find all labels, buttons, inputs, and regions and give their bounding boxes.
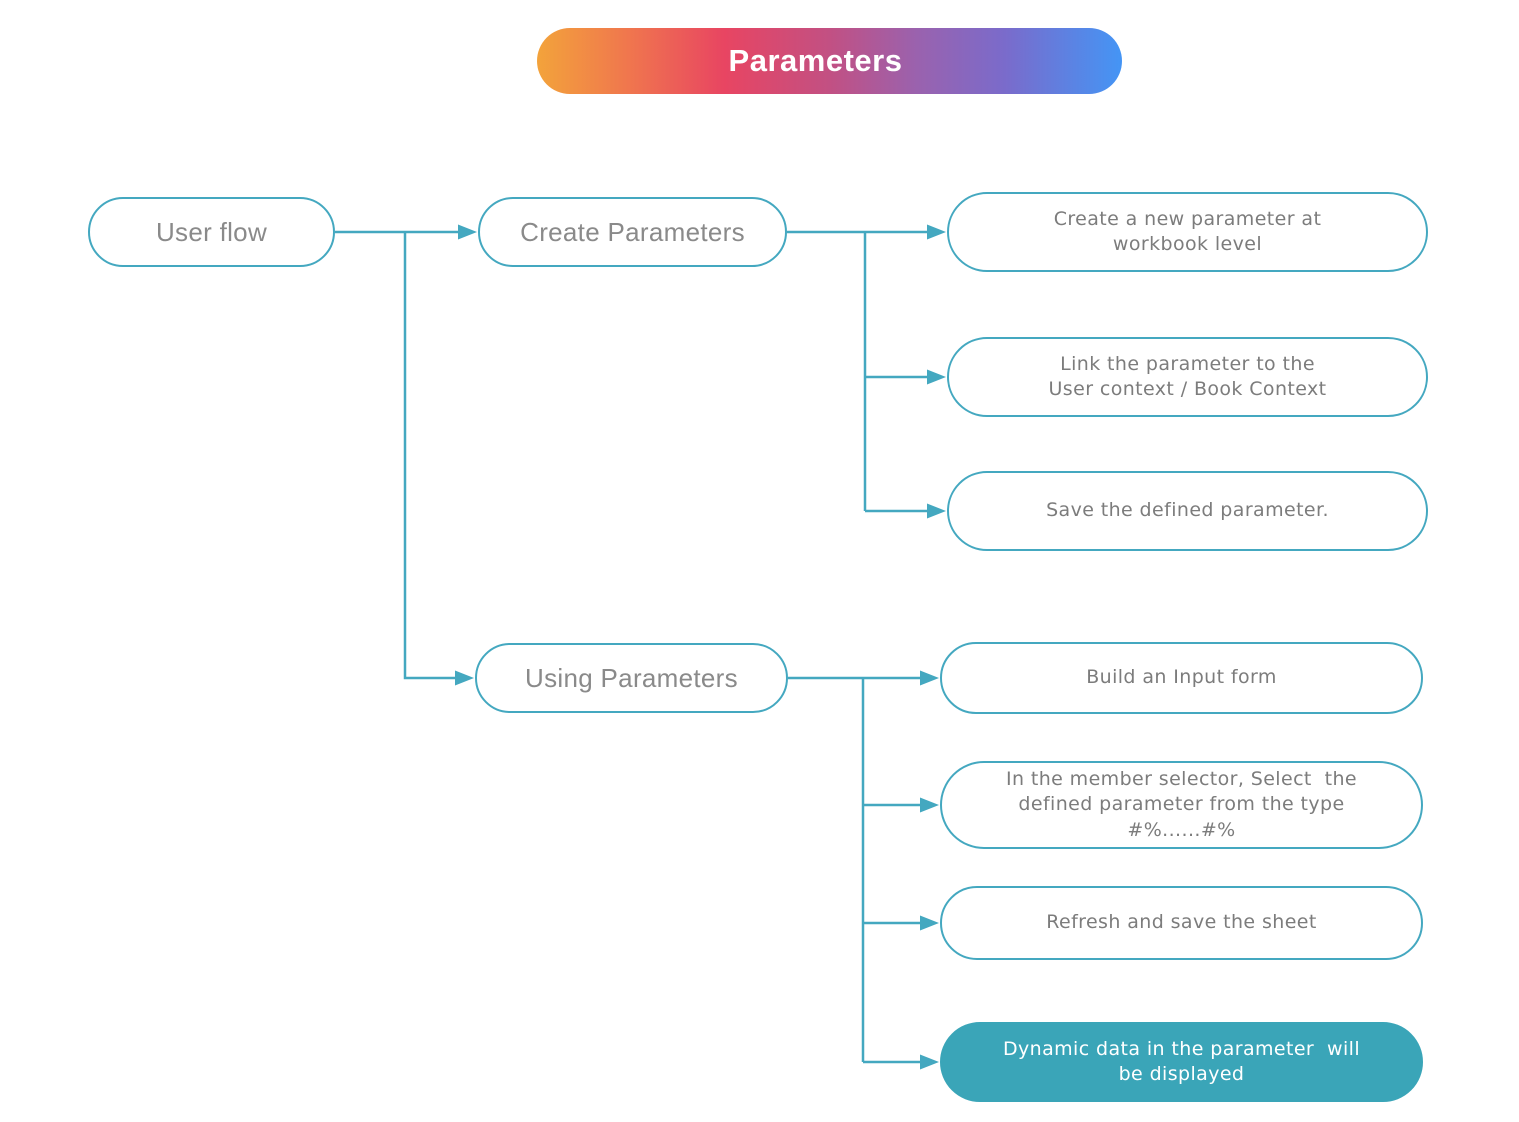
connector-create-trunk: [863, 232, 946, 519]
node-create-parameters: Create Parameters: [478, 197, 787, 267]
node-using-parameters: Using Parameters: [475, 643, 788, 713]
connector-root-to-create: [335, 224, 477, 240]
node-using-step-refresh-save: Refresh and save the sheet: [940, 886, 1423, 960]
node-create-step-save-parameter: Save the defined parameter.: [947, 471, 1428, 551]
node-using-step-member-selector: In the member selector, Select the defin…: [940, 761, 1423, 849]
node-using-parameters-label: Using Parameters: [525, 662, 738, 693]
node-using-step-dynamic-data: Dynamic data in the parameter will be di…: [940, 1022, 1423, 1102]
node-create-step-save-parameter-label: Save the defined parameter.: [1046, 499, 1329, 522]
connector-using-to-step1: [788, 670, 939, 686]
node-using-step-member-selector-label: In the member selector, Select the defin…: [1005, 768, 1358, 841]
node-using-step-dynamic-data-label: Dynamic data in the parameter will be di…: [1002, 1037, 1360, 1085]
connector-root-to-using: [403, 232, 474, 686]
node-create-step-link-parameter: Link the parameter to the User context /…: [947, 337, 1428, 417]
connector-using-trunk: [861, 678, 939, 1070]
node-using-step-build-form: Build an Input form: [940, 642, 1423, 714]
node-create-step-link-parameter-label: Link the parameter to the User context /…: [1048, 352, 1327, 400]
node-create-parameters-label: Create Parameters: [520, 216, 745, 247]
title-banner: Parameters: [537, 28, 1122, 94]
node-create-step-new-parameter-label: Create a new parameter at workbook level: [1053, 207, 1322, 255]
node-user-flow-label: User flow: [155, 216, 268, 247]
page-title: Parameters: [728, 43, 903, 78]
node-user-flow: User flow: [88, 197, 335, 267]
node-create-step-new-parameter: Create a new parameter at workbook level: [947, 192, 1428, 272]
node-using-step-build-form-label: Build an Input form: [1086, 666, 1277, 689]
node-using-step-refresh-save-label: Refresh and save the sheet: [1046, 911, 1317, 934]
connector-create-to-step1: [787, 224, 946, 240]
